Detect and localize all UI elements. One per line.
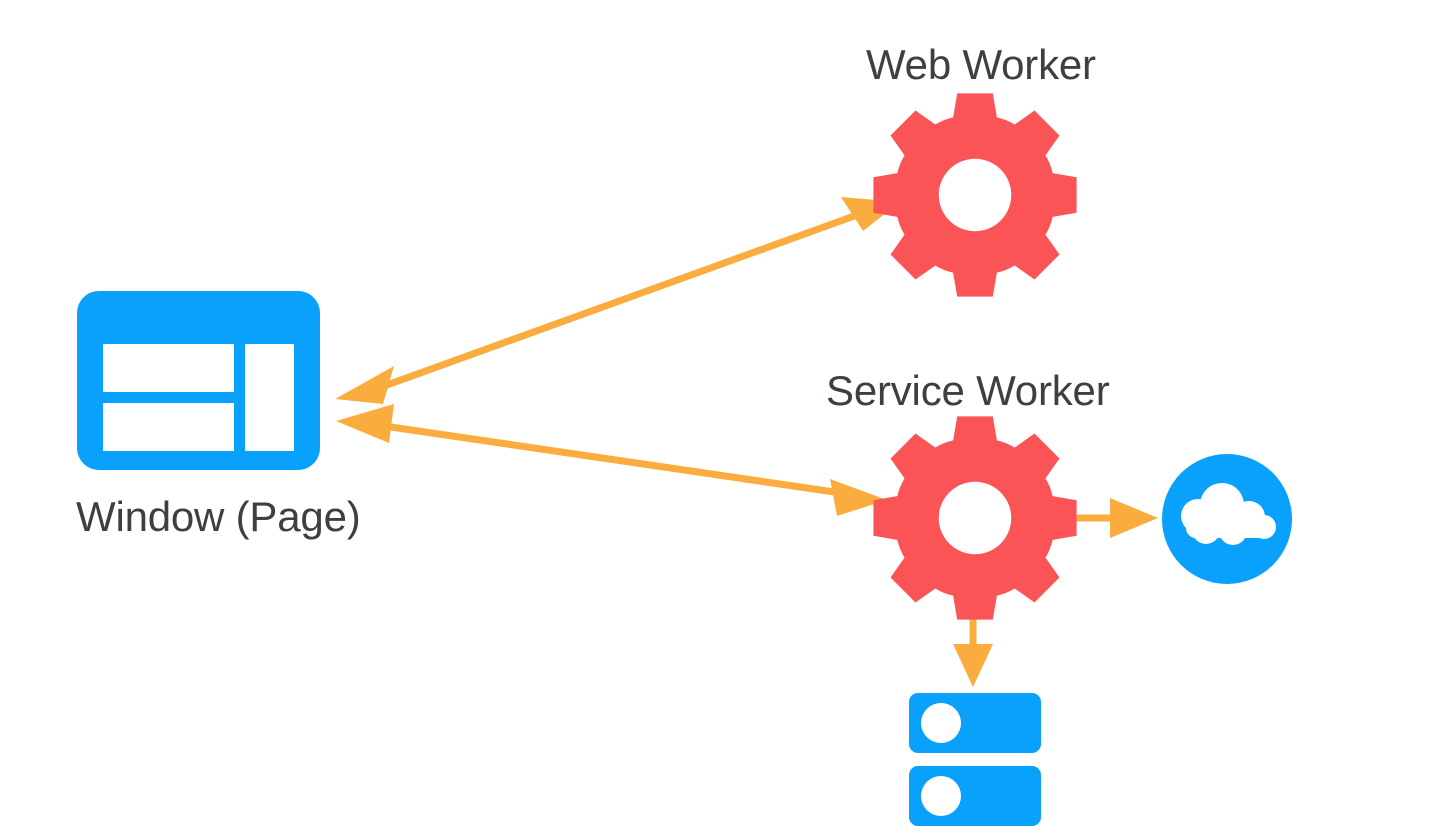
service-worker-label: Service Worker [826,367,1110,414]
browser-window-pane-top-left [103,344,234,392]
database-row-bottom [909,766,1041,826]
database-icon[interactable] [909,693,1041,826]
web-worker-gear-hub [938,158,1012,232]
service-worker-gear-icon[interactable] [873,416,1077,620]
edge-service-worker-cloud-arrowhead [1110,498,1158,538]
edge-window-service-worker-arrowhead-end [830,479,887,516]
database-row-bottom-indicator [921,776,961,816]
edge-window-service-worker-arrowhead-start [336,404,394,443]
edge-window-web-worker-shaft [374,207,870,393]
web-worker-label: Web Worker [866,41,1096,88]
web-worker-gear-icon[interactable] [873,93,1077,297]
window-page-label: Window (Page) [76,493,361,540]
browser-window-pane-right [245,344,294,451]
database-row-top [909,693,1041,753]
edge-service-worker-cache-arrowhead [953,644,993,687]
edge-window-service-worker [336,404,887,516]
edge-window-web-worker-arrowhead-start [335,366,394,404]
cloud-icon[interactable] [1162,454,1292,584]
cloud-glyph [1181,483,1276,545]
database-row-top-indicator [921,703,961,743]
browser-window-icon[interactable] [77,291,320,470]
browser-window-pane-bottom-left [103,403,234,451]
edge-window-service-worker-shaft [376,421,849,498]
service-worker-gear-hub [938,481,1012,555]
